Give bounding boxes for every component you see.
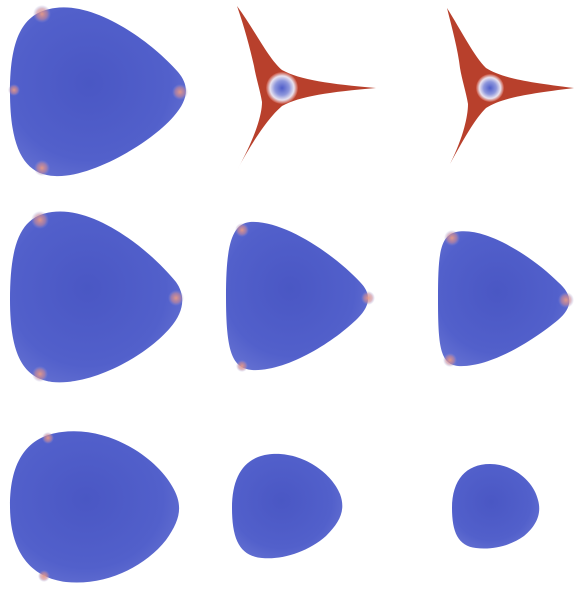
panel-r1c3 [447,8,574,164]
hotspot-marker [443,353,457,367]
blob-shape [438,231,570,367]
blob-shape [452,464,540,549]
panel-r3c3 [452,464,540,549]
spike-core [476,74,504,102]
blob-shape [226,221,369,371]
hotspot-marker [34,160,50,176]
blob-shape [10,431,180,583]
hotspot-marker [168,290,184,306]
hotspot-marker [8,84,20,96]
hotspot-marker [235,223,249,237]
hotspot-marker [444,230,460,246]
panel-r1c2 [236,6,376,172]
panel-r3c2 [232,453,343,559]
panel-r1c1 [8,5,188,177]
hotspot-marker [42,432,54,444]
spike-shape [236,6,376,172]
hotspot-marker [172,84,188,100]
panel-r2c1 [10,211,184,383]
hotspot-marker [361,291,375,305]
hotspot-marker [558,292,574,308]
blob-shape [10,211,183,383]
hotspot-marker [33,5,51,23]
panel-r2c3 [438,230,574,367]
hotspot-marker [31,211,49,229]
blob-shape [10,7,186,177]
panel-r2c2 [226,221,375,372]
spike-core [266,72,298,104]
hotspot-marker [32,366,48,382]
blob-shape [232,453,343,559]
spike-shape [447,8,574,164]
panel-r3c1 [10,431,180,583]
hotspot-marker [236,360,248,372]
hotspot-marker [38,570,50,582]
